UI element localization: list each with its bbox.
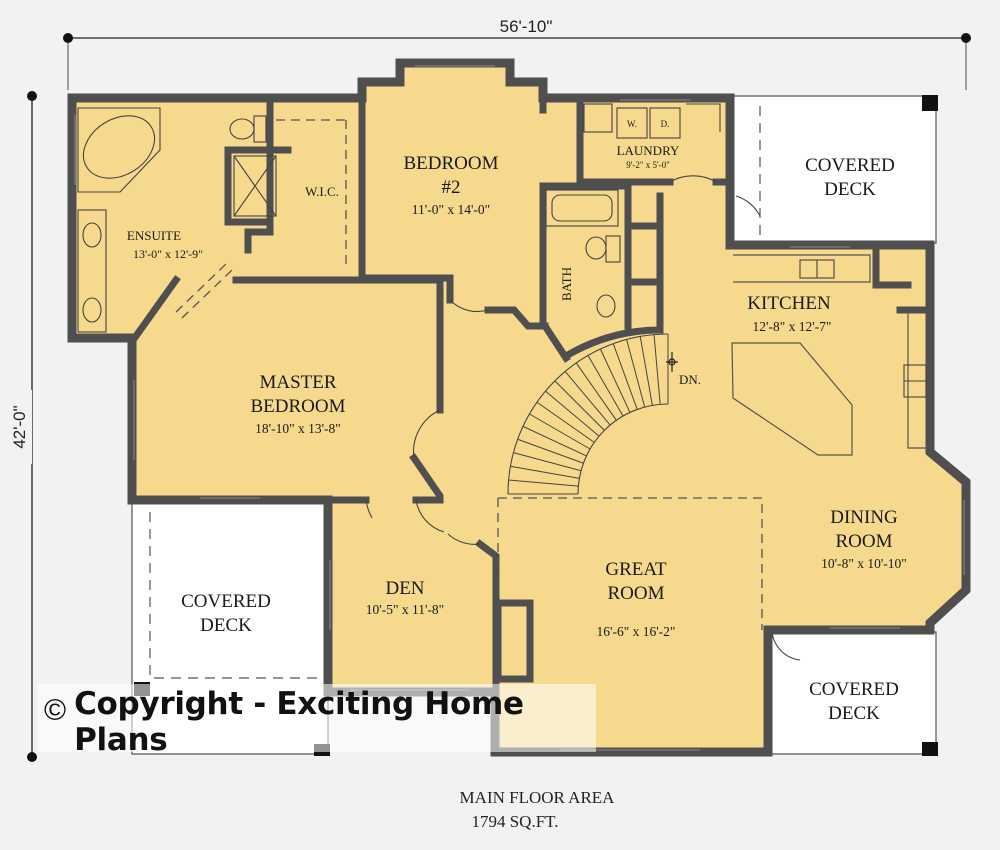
deck-ne-line1: COVERED: [805, 155, 895, 176]
master-size: 18'-10" x 13'-8": [255, 421, 341, 436]
dining-name-line2: ROOM: [835, 531, 892, 552]
great-size: 16'-6" x 16'-2": [597, 624, 676, 639]
stair-tread: [554, 380, 605, 431]
deck-ne-line2: DECK: [824, 179, 876, 200]
laundry-size: 9'-2" x 5'-0": [626, 160, 670, 170]
laundry-name: LAUNDRY: [617, 143, 680, 158]
copyright-watermark: © Copyright - Exciting Home Plans: [38, 684, 596, 758]
stair-tread: [639, 336, 653, 406]
bedroom2-number: #2: [442, 177, 461, 198]
stair-label: DN.: [679, 372, 701, 387]
stair-tread: [522, 425, 587, 457]
kitchen-island: [731, 342, 853, 456]
ensuite-name: ENSUITE: [127, 228, 181, 243]
washer-label: W.: [627, 119, 637, 129]
deck-se-line2: DECK: [828, 703, 880, 724]
great-name-line2: ROOM: [607, 583, 664, 604]
ensuite-fixtures: [77, 107, 277, 333]
wic-name: W.I.C.: [305, 184, 339, 199]
ensuite-size: 13'-0" x 12'-9": [133, 247, 203, 261]
stair-treads: [508, 334, 669, 495]
stair-tread: [529, 413, 591, 450]
kitchen-fixtures: [799, 259, 927, 398]
stair-tread: [599, 348, 631, 413]
deck-se-line1: COVERED: [809, 679, 899, 700]
stair-tread: [510, 465, 580, 479]
stair-tread: [513, 452, 582, 472]
width-dimension: 56'-10": [500, 17, 553, 36]
interior-walls: [128, 94, 934, 696]
dining-name-line1: DINING: [830, 507, 898, 528]
stair-tread: [536, 401, 595, 443]
laundry-fixtures: [583, 103, 721, 139]
bath-fixtures: [545, 189, 621, 318]
den-name: DEN: [385, 578, 424, 599]
stair-arrow: [666, 352, 678, 372]
stair-tread: [653, 334, 661, 405]
great-name-line1: GREAT: [605, 559, 667, 580]
floor-area-value: 1794 SQ.FT.: [471, 812, 558, 831]
bedroom2-size: 11'-0" x 14'-0": [412, 202, 490, 217]
bedroom2-name: BEDROOM: [403, 153, 498, 174]
kitchen-name: KITCHEN: [747, 293, 831, 314]
master-name-line2: BEDROOM: [250, 396, 345, 417]
copyright-symbol: ©: [44, 694, 67, 727]
deck-sw-line2: DECK: [200, 615, 252, 636]
floor-area-title: MAIN FLOOR AREA: [460, 788, 616, 807]
kitchen-size: 12'-8" x 12'-7": [753, 319, 832, 334]
kitchen-counters: [731, 254, 928, 456]
copyright-text: Copyright - Exciting Home Plans: [74, 686, 524, 758]
depth-dimension: 42'-0": [10, 405, 29, 448]
room-labels: ENSUITE 13'-0" x 12'-9" W.I.C. BEDROOM #…: [127, 143, 907, 724]
stair-tread: [545, 390, 600, 437]
dryer-label: D.: [661, 119, 670, 129]
stair-tread: [517, 438, 584, 464]
stair-tread: [575, 362, 617, 421]
stair-tread: [587, 355, 624, 417]
stair-tread: [564, 371, 611, 426]
deck-dashed-lines: [149, 106, 761, 679]
stair-tread: [508, 479, 579, 487]
dining-size: 10'-8" x 10'-10": [821, 556, 907, 571]
stair-tread: [626, 339, 646, 408]
bath-name: BATH: [559, 267, 574, 301]
deck-sw-line1: COVERED: [181, 591, 271, 612]
master-name-line1: MASTER: [259, 372, 336, 393]
den-size: 10'-5" x 11'-8": [366, 602, 444, 617]
door-swings: [365, 175, 801, 661]
stair-tread: [612, 343, 638, 410]
dimension-end-dots: [27, 33, 971, 762]
